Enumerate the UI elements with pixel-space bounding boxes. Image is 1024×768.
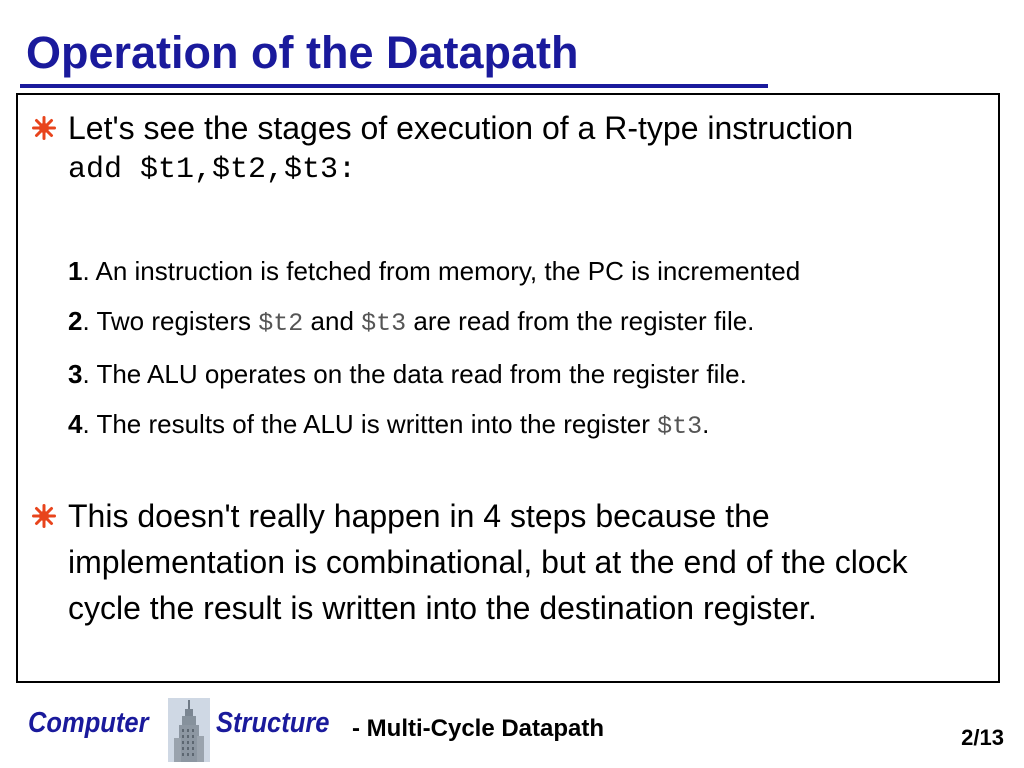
footer-brand-computer: Computer <box>28 707 149 739</box>
slide-footer: Computer Structure - Multi-Cycle Datapat… <box>0 694 1024 768</box>
bullet-item-1: Let's see the stages of execution of a R… <box>32 105 972 193</box>
bullet-2-text: This doesn't really happen in 4 steps be… <box>68 498 908 626</box>
sunburst-bullet-icon <box>32 504 56 528</box>
step-1: 1. An instruction is fetched from memory… <box>68 251 988 291</box>
step-4: 4. The results of the ALU is written int… <box>68 404 988 447</box>
step-text: . <box>702 409 710 439</box>
skyscraper-icon <box>168 698 210 762</box>
step-number: 4 <box>68 409 83 439</box>
step-number: 3 <box>68 359 83 389</box>
content-box: Let's see the stages of execution of a R… <box>16 93 1000 683</box>
register-code: $t3 <box>361 309 407 338</box>
slide-title: Operation of the Datapath <box>26 27 579 78</box>
execution-steps: 1. An instruction is fetched from memory… <box>68 251 988 447</box>
step-text: are read from the register file. <box>406 306 755 336</box>
step-text: . The results of the ALU is written into… <box>82 409 658 439</box>
bullet-item-2: This doesn't really happen in 4 steps be… <box>32 493 972 631</box>
step-2: 2. Two registers $t2 and $t3 are read fr… <box>68 301 988 344</box>
instruction-code: add $t1,$t2,$t3: <box>68 153 357 187</box>
footer-brand-structure: Structure <box>216 707 330 739</box>
sunburst-bullet-icon <box>32 116 56 140</box>
step-number: 2 <box>68 306 83 336</box>
register-code: $t3 <box>657 412 703 441</box>
step-number: 1 <box>68 256 83 286</box>
bullet-1-text: Let's see the stages of execution of a R… <box>68 110 854 146</box>
step-text: . An instruction is fetched from memory,… <box>82 256 801 286</box>
register-code: $t2 <box>258 309 304 338</box>
footer-subtitle: - Multi-Cycle Datapath <box>352 715 605 742</box>
step-text: . The ALU operates on the data read from… <box>82 359 747 389</box>
page-number: 2/13 <box>961 725 1004 750</box>
step-3: 3. The ALU operates on the data read fro… <box>68 354 988 394</box>
title-underline <box>20 84 768 88</box>
step-text: and <box>303 306 362 336</box>
step-text: . Two registers <box>82 306 259 336</box>
